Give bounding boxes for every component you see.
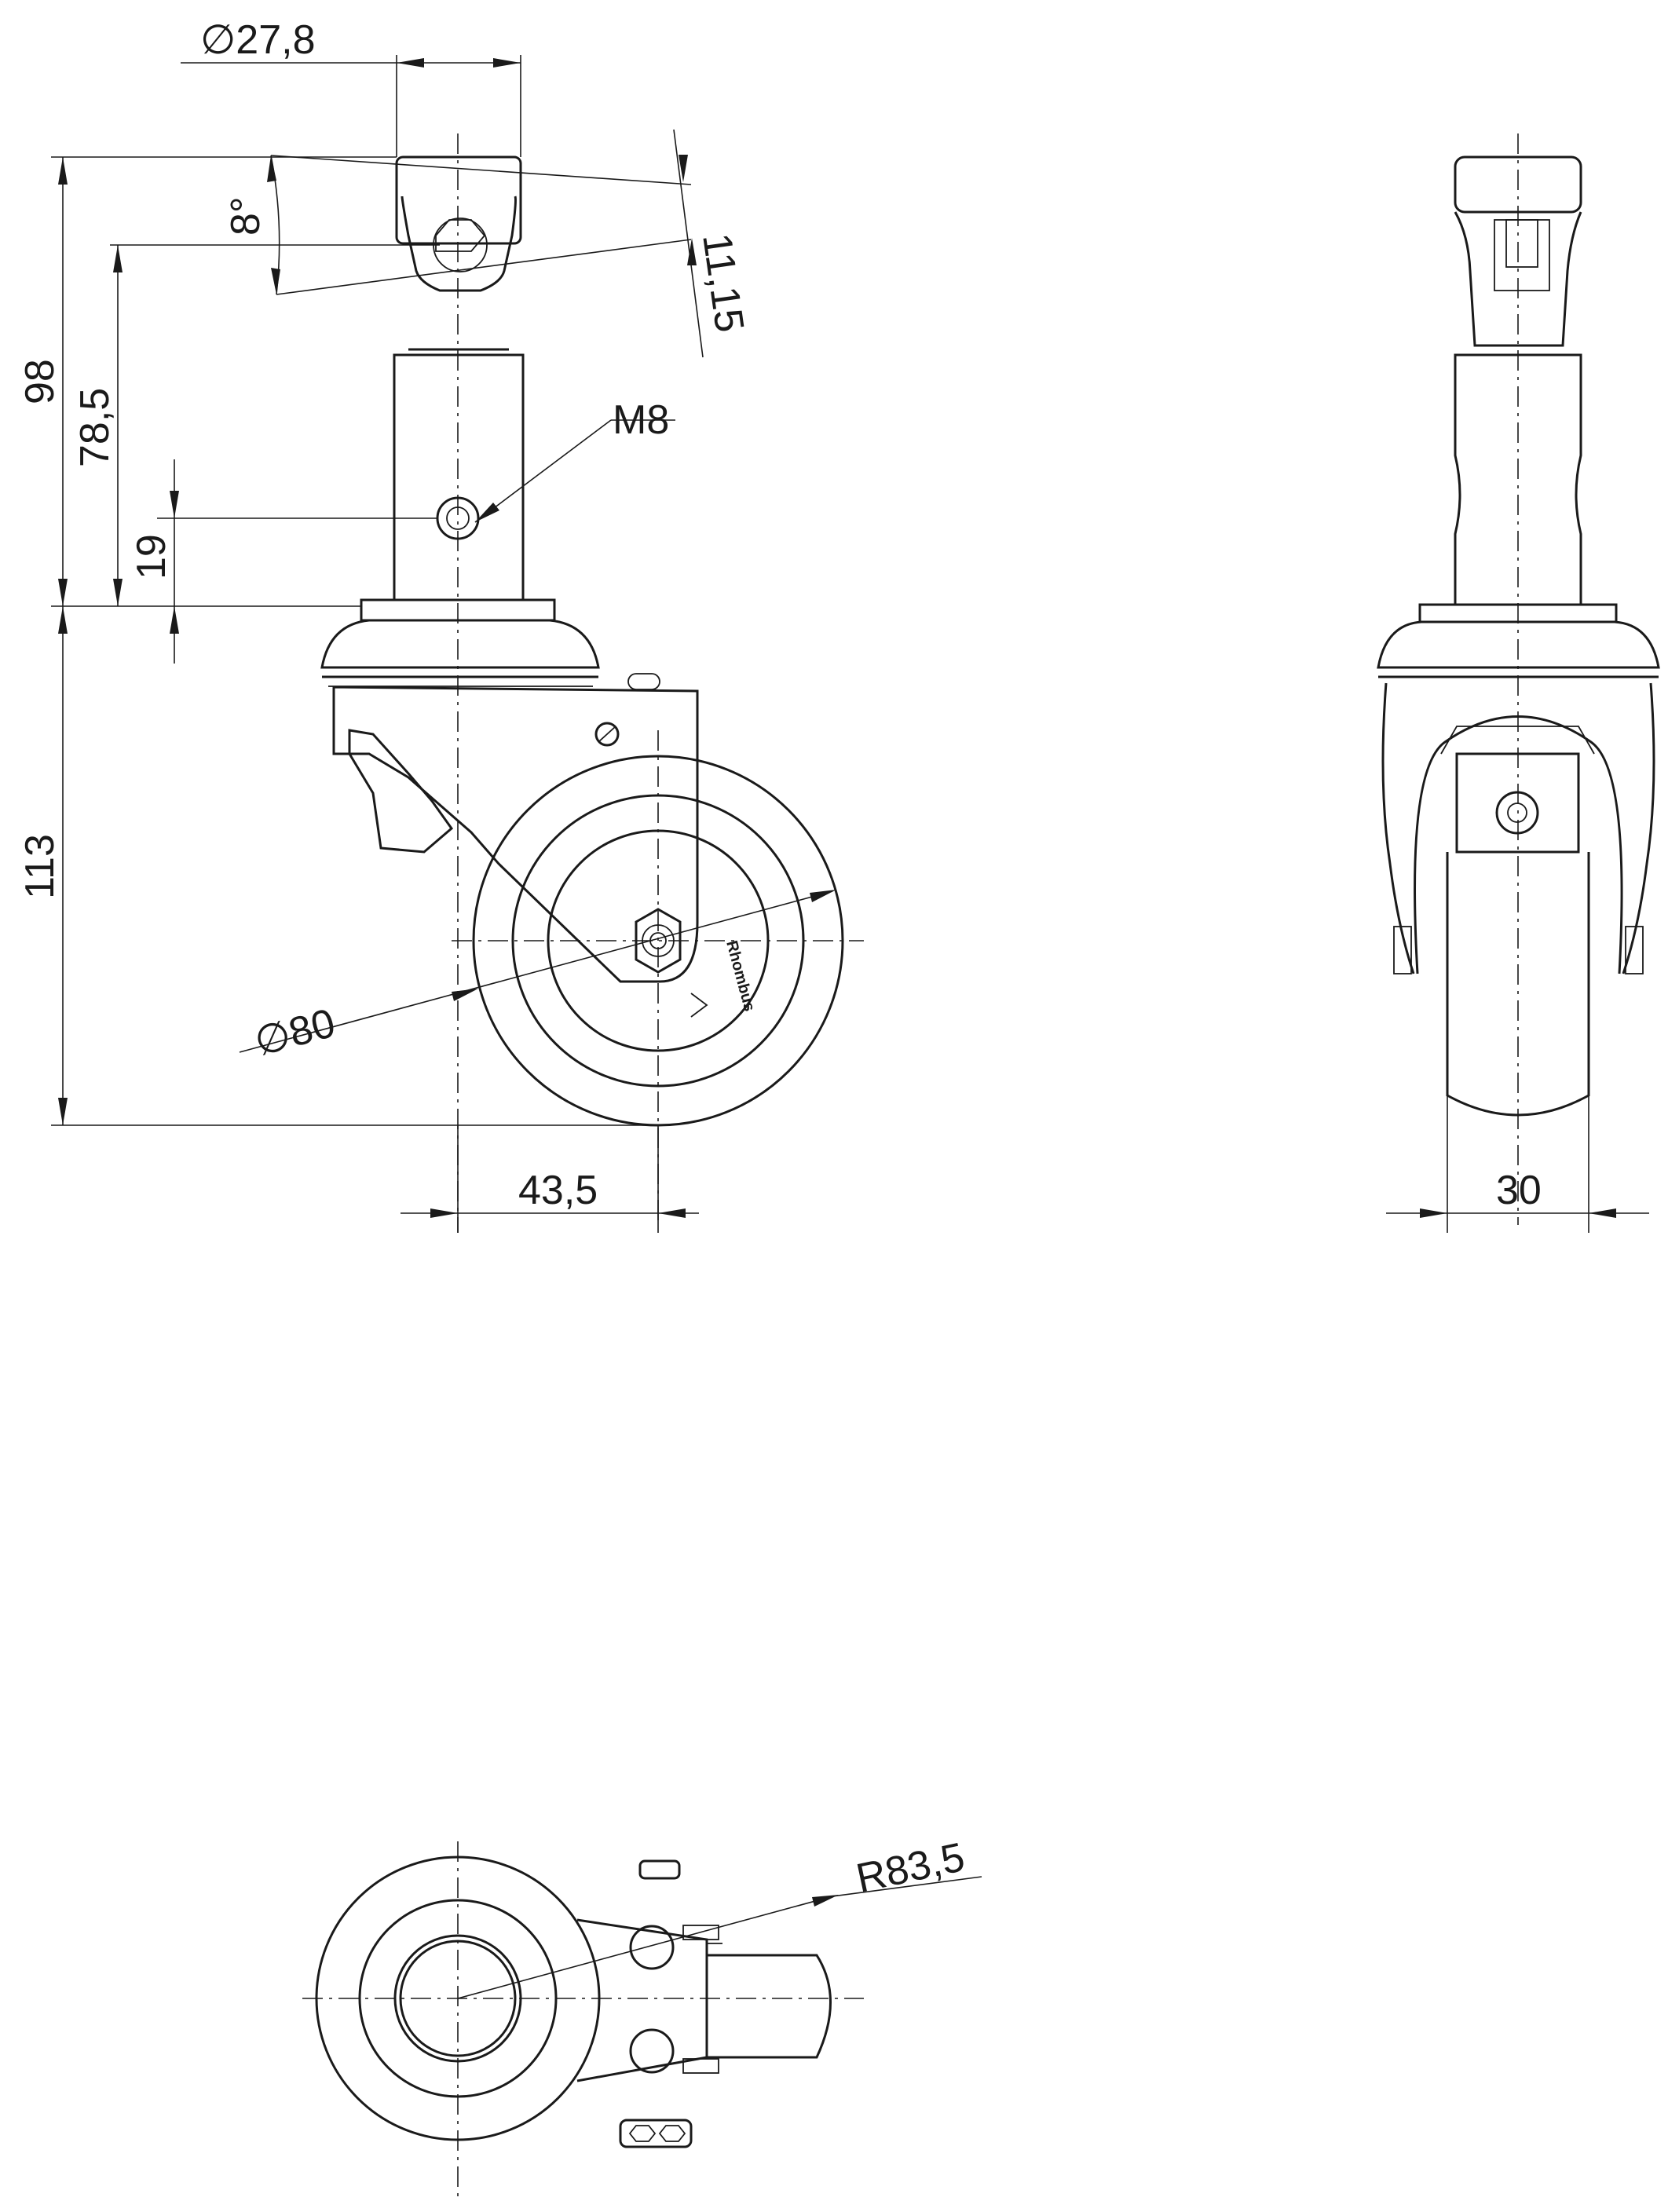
fork-bracket xyxy=(332,686,699,983)
hex-socket-ring xyxy=(433,218,488,272)
socket-clamp xyxy=(401,196,517,292)
dim-wheel-diameter: ∅80 xyxy=(250,1000,340,1066)
fork-screw xyxy=(594,722,620,747)
dim-hole-height: 19 xyxy=(129,534,174,580)
top-view: R83,5 xyxy=(302,1834,982,2199)
front-housing-cap xyxy=(1377,620,1660,669)
housing-cap xyxy=(320,619,600,669)
front-view: 30 xyxy=(1377,133,1660,1233)
dim-overall-height: 98 xyxy=(17,359,63,404)
dim-swivel-radius: R83,5 xyxy=(852,1834,968,1902)
top-wheel xyxy=(707,1954,832,2059)
dim-stem-diameter: ∅27,8 xyxy=(200,17,316,63)
dim-thread: M8 xyxy=(613,397,669,443)
stem-socket-head xyxy=(395,155,522,245)
dim-socket: 11,15 xyxy=(693,231,752,335)
dim-wheel-width: 30 xyxy=(1496,1168,1542,1213)
top-brake-nut xyxy=(619,2119,693,2148)
logo-chevron xyxy=(690,993,708,1018)
top-fork xyxy=(576,1918,708,2082)
brake-lever xyxy=(348,729,454,854)
dim-angle: 8° xyxy=(223,196,269,236)
dim-caster-height: 113 xyxy=(17,834,63,899)
wheel-logo: Rhombus xyxy=(722,939,758,1014)
axle-nut xyxy=(635,908,682,974)
stem-tube xyxy=(393,353,525,601)
dim-socket-height: 78,5 xyxy=(72,388,118,467)
side-view: Rhombus ∅27,8 8° 11,15 xyxy=(17,17,864,1233)
dim-offset: 43,5 xyxy=(518,1168,598,1213)
